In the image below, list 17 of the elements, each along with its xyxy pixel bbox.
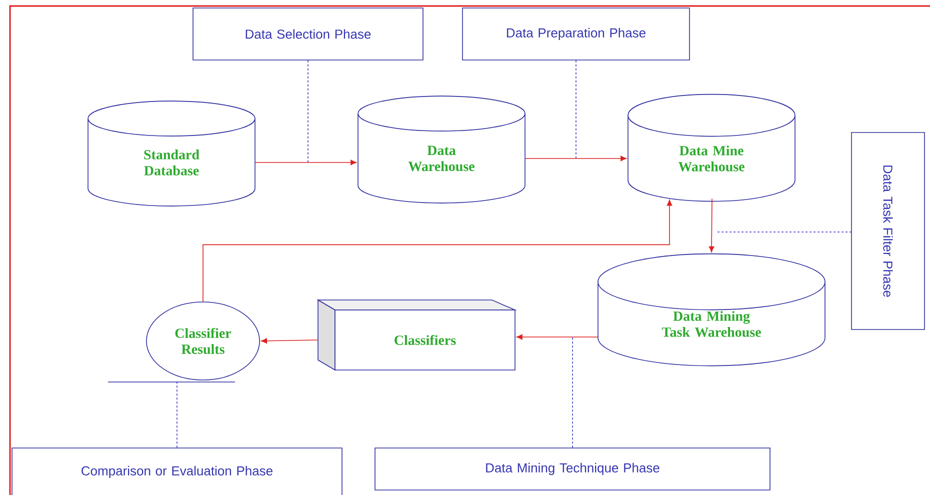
arrow — [255, 160, 357, 166]
leader-line — [572, 336, 573, 448]
database-cylinder: Data Warehouse — [358, 96, 526, 204]
database-cylinder: Standard Database — [88, 100, 256, 206]
arrow — [708, 198, 714, 252]
phase-box: Data Selection Phase — [192, 8, 424, 60]
arrow — [525, 156, 627, 162]
phase-box: Data Mining Technique Phase — [374, 448, 770, 490]
leader-line — [176, 380, 178, 448]
arrow — [261, 338, 318, 344]
arrow — [202, 200, 672, 302]
database-cylinder: Data Mine Warehouse — [628, 94, 796, 202]
phase-box: Data Task Filter Phase — [851, 132, 925, 330]
phase-box: Data Preparation Phase — [462, 8, 690, 60]
database-cylinder: Data Mining Task Warehouse — [598, 253, 826, 366]
phase-box: Comparison or Evaluation Phase — [12, 448, 342, 495]
arrow — [516, 334, 598, 340]
